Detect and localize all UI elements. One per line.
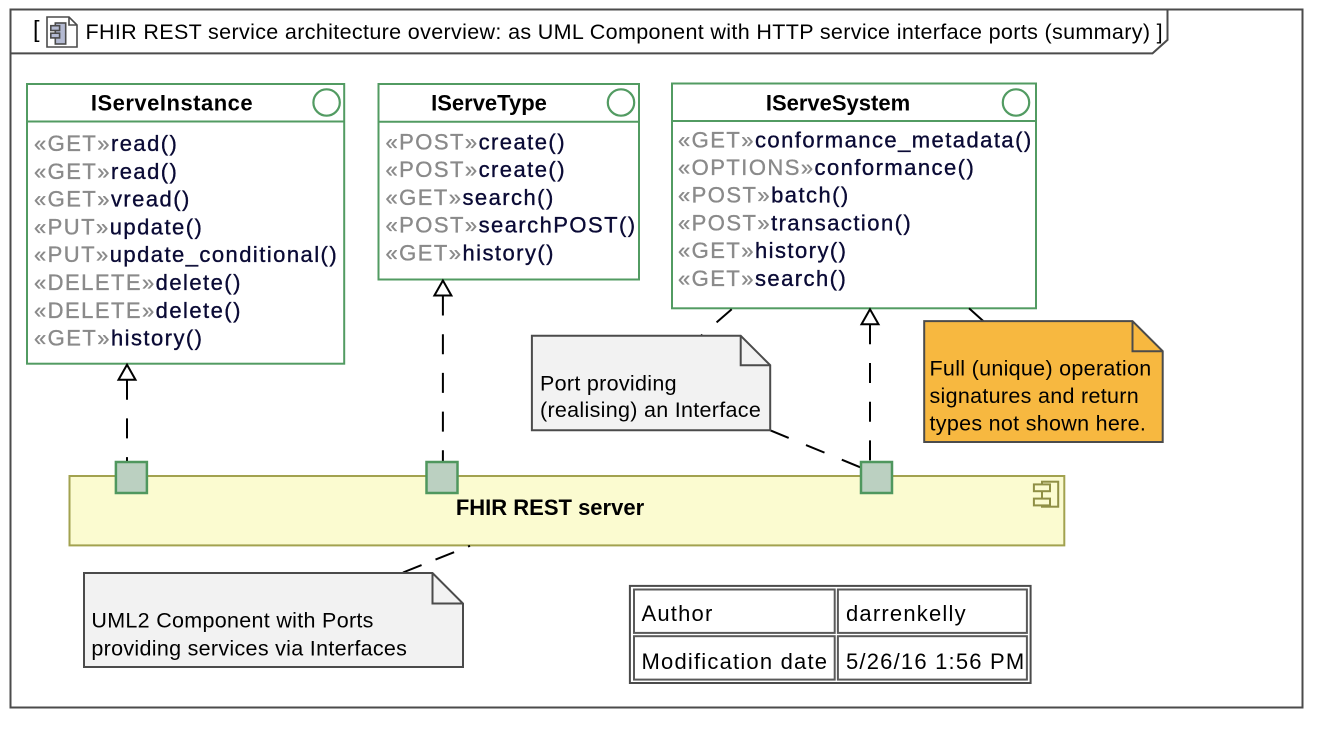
svg-text:«POST»create(): «POST»create() <box>386 157 566 182</box>
svg-text:«GET»read(): «GET»read() <box>34 131 178 156</box>
svg-text:types not shown here.: types not shown here. <box>930 412 1147 436</box>
svg-text:«GET»read(): «GET»read() <box>34 159 178 184</box>
svg-text:«POST»create(): «POST»create() <box>386 130 566 155</box>
svg-text:«PUT»update_conditional(): «PUT»update_conditional() <box>34 242 338 267</box>
svg-text:Port providing: Port providing <box>540 371 677 395</box>
svg-text:«GET»vread(): «GET»vread() <box>34 187 191 212</box>
svg-text:«GET»search(): «GET»search() <box>678 266 847 291</box>
svg-text:UML2 Component with Ports: UML2 Component with Ports <box>91 609 373 633</box>
svg-text:Modification date: Modification date <box>642 649 829 674</box>
svg-text:providing services via Interfa: providing services via Interfaces <box>91 637 407 661</box>
svg-text:«PUT»update(): «PUT»update() <box>34 214 203 239</box>
svg-text:(realising) an Interface: (realising) an Interface <box>540 398 761 422</box>
svg-text:FHIR REST server: FHIR REST server <box>456 495 645 520</box>
svg-text:«POST»batch(): «POST»batch() <box>678 183 850 208</box>
svg-text:IServeType: IServeType <box>431 91 547 116</box>
svg-text:IServeInstance: IServeInstance <box>91 91 253 116</box>
svg-text:signatures and return: signatures and return <box>930 384 1139 408</box>
svg-text:Author: Author <box>642 601 714 626</box>
svg-text:«GET»history(): «GET»history() <box>386 240 555 265</box>
svg-text:«OPTIONS»conformance(): «OPTIONS»conformance() <box>678 155 975 180</box>
svg-text:«GET»conformance_metadata(): «GET»conformance_metadata() <box>678 127 1033 152</box>
svg-text:«POST»searchPOST(): «POST»searchPOST() <box>386 213 637 238</box>
svg-text:«DELETE»delete(): «DELETE»delete() <box>34 298 242 323</box>
svg-text:«GET»history(): «GET»history() <box>678 238 847 263</box>
svg-text:5/26/16 1:56 PM: 5/26/16 1:56 PM <box>846 649 1025 674</box>
svg-text:«DELETE»delete(): «DELETE»delete() <box>34 270 242 295</box>
svg-text:IServeSystem: IServeSystem <box>766 91 910 116</box>
svg-text:Full (unique) operation: Full (unique) operation <box>930 356 1152 380</box>
svg-text:FHIR REST service architecture: FHIR REST service architecture overview:… <box>86 20 1164 44</box>
svg-text:«POST»transaction(): «POST»transaction() <box>678 210 912 235</box>
svg-text:«GET»history(): «GET»history() <box>34 326 203 351</box>
svg-text:[: [ <box>33 16 40 42</box>
svg-text:darrenkelly: darrenkelly <box>846 601 967 626</box>
svg-text:«GET»search(): «GET»search() <box>386 185 555 210</box>
